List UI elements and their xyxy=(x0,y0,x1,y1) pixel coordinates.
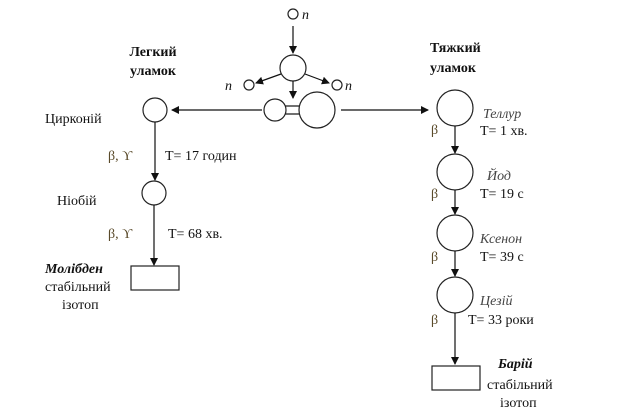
final-note: стабільний xyxy=(487,378,553,393)
decay-type: β, ϒ xyxy=(108,149,133,164)
stable-isotope-box xyxy=(431,365,481,391)
final-note: стабільний xyxy=(45,280,111,295)
decay-type: β xyxy=(431,187,438,202)
light-fragment-title-2: уламок xyxy=(130,64,177,79)
final-note-2: ізотоп xyxy=(62,298,99,313)
light-fragment-title: Легкий xyxy=(129,45,176,60)
decay-type: β xyxy=(431,250,438,265)
final-note-2: ізотоп xyxy=(500,396,537,411)
neutron-label-left: n xyxy=(225,79,232,94)
decay-type: β xyxy=(431,123,438,138)
iodine-nucleus xyxy=(436,153,474,191)
caesium-nucleus xyxy=(436,276,474,314)
tellurium-nucleus xyxy=(436,89,474,127)
heavy-fragment-title: Тяжкий xyxy=(430,41,481,56)
stable-isotope-box xyxy=(130,265,180,291)
final-element: Барій xyxy=(497,357,533,372)
zirconium-nucleus xyxy=(142,97,168,123)
element-label: Йод xyxy=(486,167,511,184)
element-label: Теллур xyxy=(483,107,521,122)
decay-type: β, ϒ xyxy=(108,227,133,242)
half-life: T= 39 с xyxy=(480,250,524,265)
neutron-label: n xyxy=(302,8,309,23)
half-life: T= 33 роки xyxy=(468,313,534,328)
emitted-neutron-right xyxy=(331,79,343,91)
arrow-neutron-right xyxy=(304,73,330,85)
final-element: Молібден xyxy=(44,262,103,277)
incoming-neutron xyxy=(287,8,299,20)
niobium-nucleus xyxy=(141,180,167,206)
xenon-nucleus xyxy=(436,214,474,252)
half-life: T= 17 годин xyxy=(165,149,237,164)
element-label: Ксенон xyxy=(479,232,522,247)
element-label: Ніобій xyxy=(57,194,97,209)
decay-type: β xyxy=(431,313,438,328)
half-life: T= 68 хв. xyxy=(168,227,223,242)
target-nucleus xyxy=(279,54,307,82)
half-life: T= 1 хв. xyxy=(480,124,528,139)
element-label: Цирконій xyxy=(45,112,102,127)
splitting-nucleus xyxy=(263,91,336,129)
emitted-neutron-left xyxy=(243,79,255,91)
neutron-label-right: n xyxy=(345,79,352,94)
arrow-neutron-left xyxy=(255,73,282,85)
heavy-fragment-title-2: уламок xyxy=(430,61,477,76)
element-label: Цезій xyxy=(479,294,513,309)
half-life: T= 19 с xyxy=(480,187,524,202)
